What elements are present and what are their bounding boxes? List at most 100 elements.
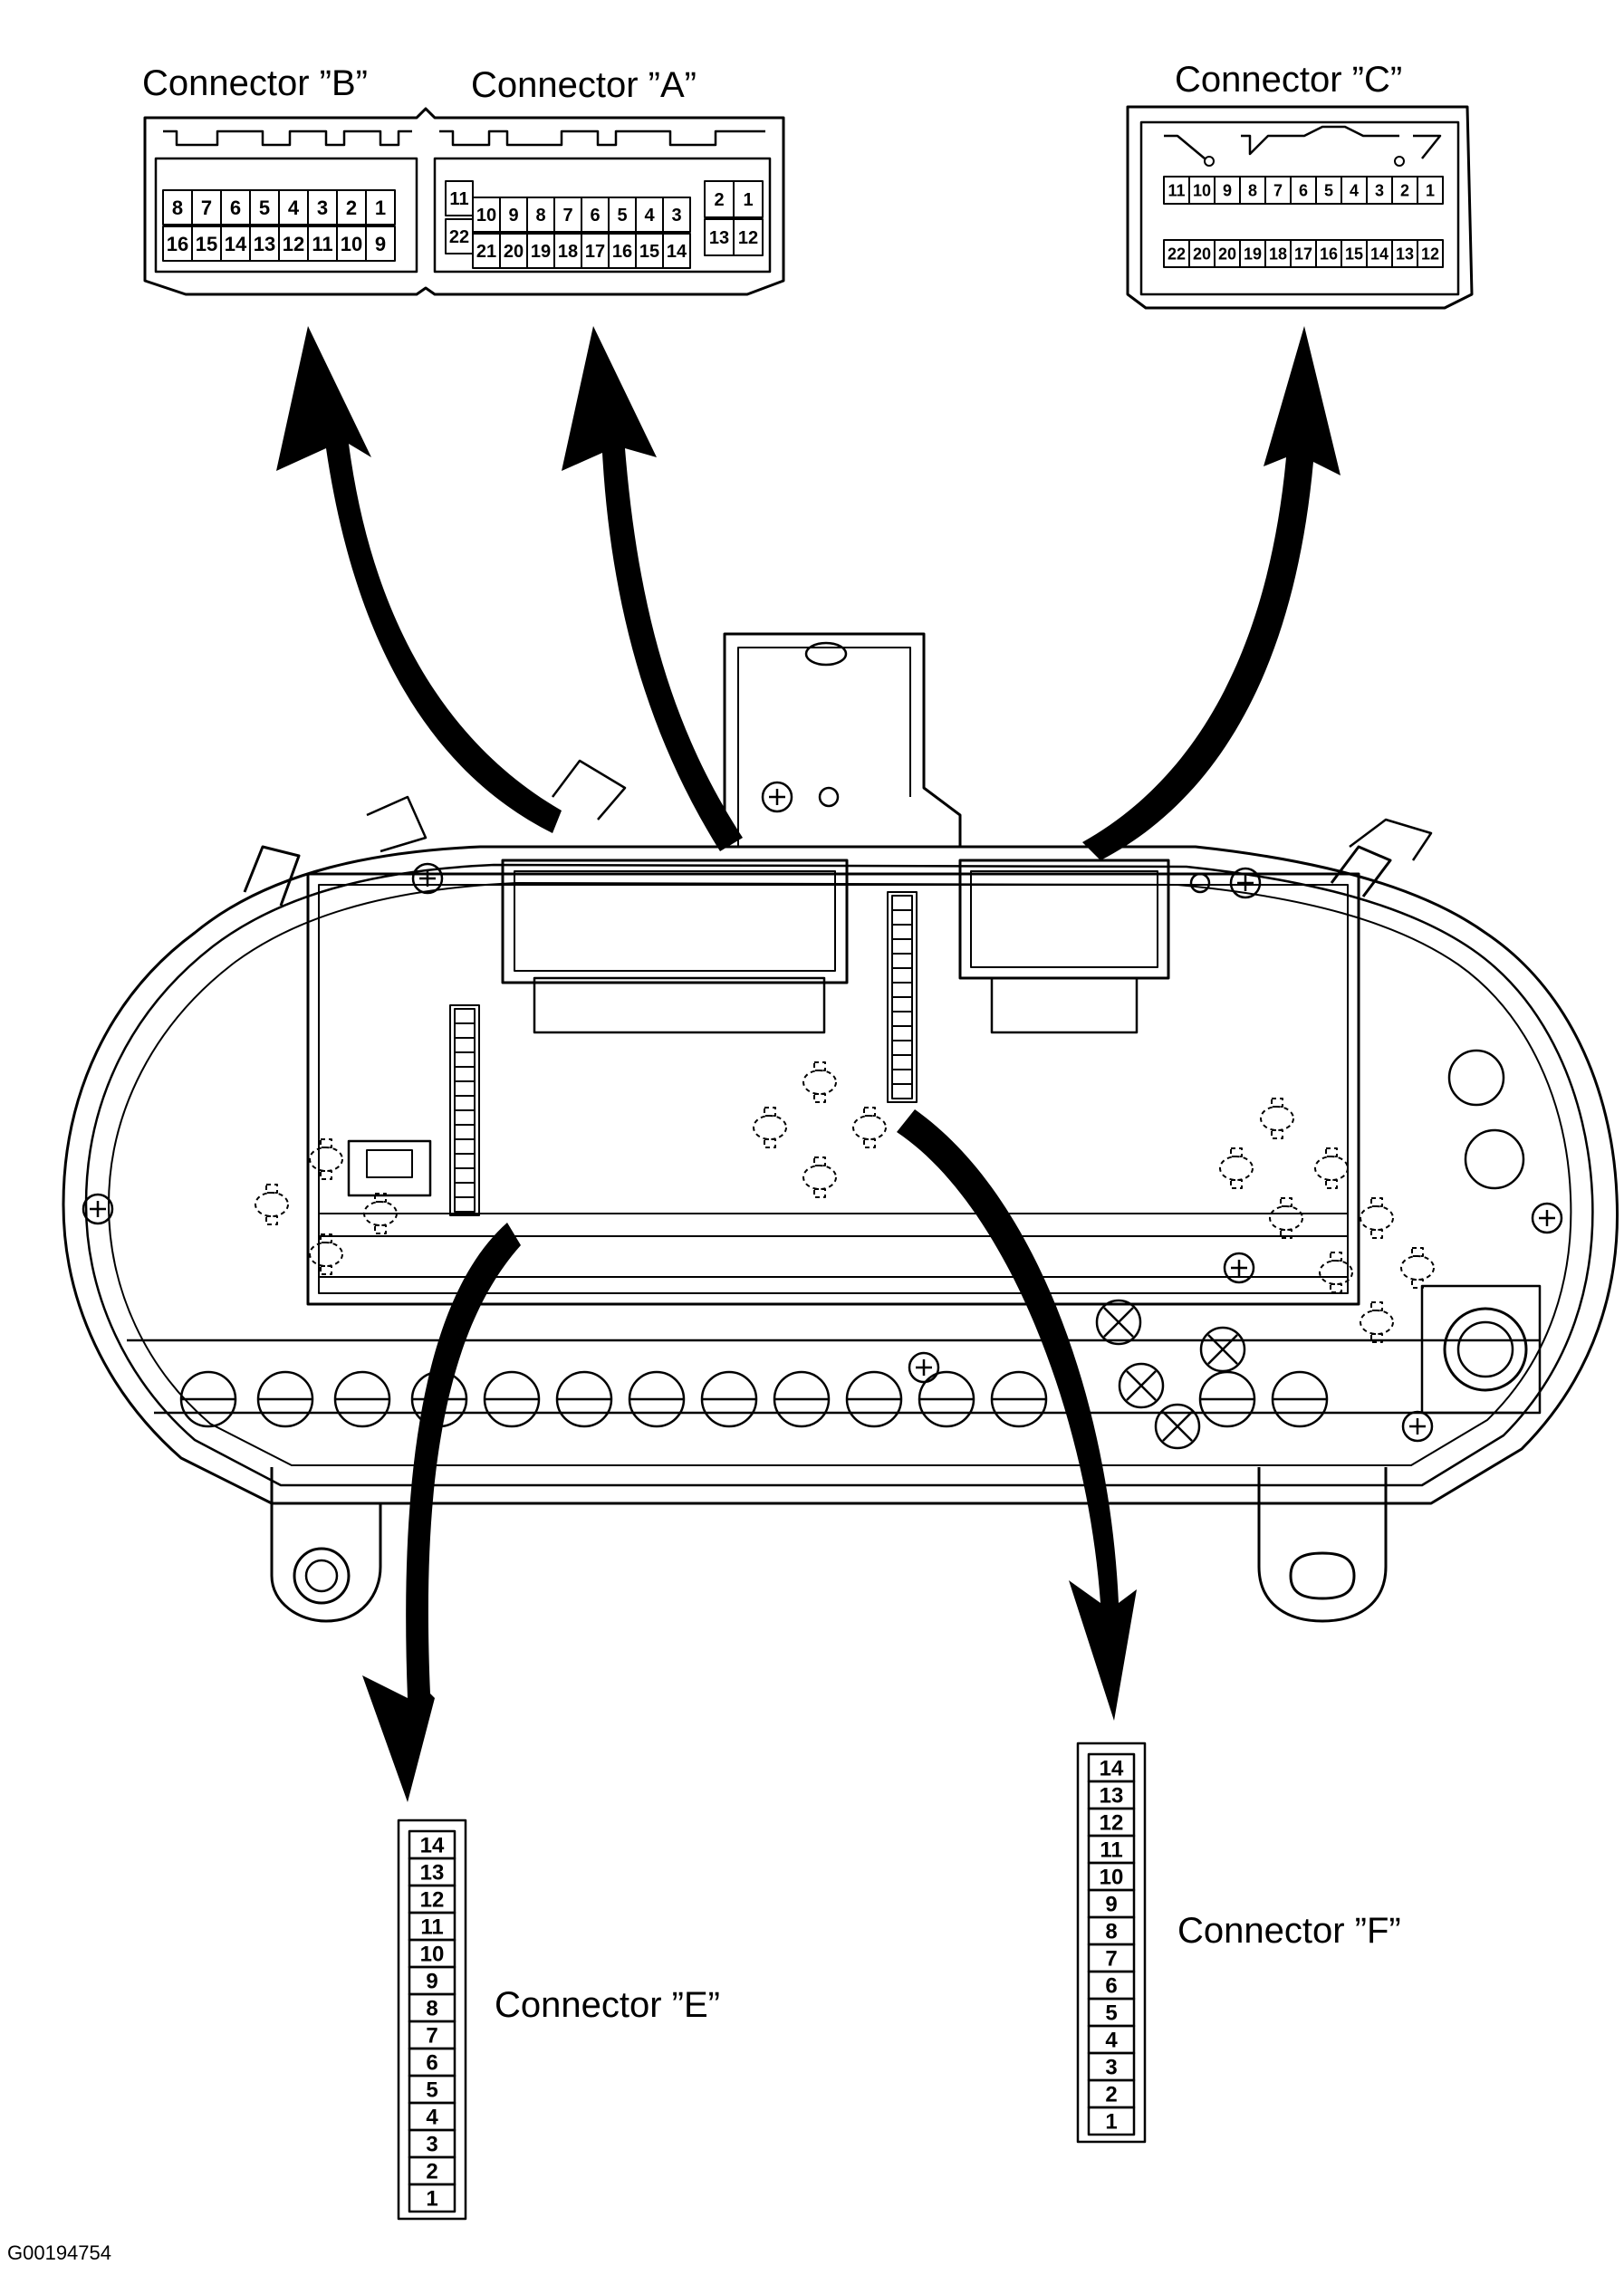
dashed-clips <box>255 1061 1435 1343</box>
connector-f-pin-number: 12 <box>1100 1811 1124 1836</box>
connector-b-pin-cell <box>365 226 396 262</box>
connector-b-pin-number: 14 <box>225 233 247 255</box>
clip-icon <box>1219 1156 1254 1181</box>
screws <box>82 781 1563 1443</box>
connector-b-pin-number: 12 <box>283 233 304 255</box>
clip-icon <box>1314 1156 1349 1181</box>
connector-b-pin-number: 6 <box>230 197 241 219</box>
connector-f-pin-number: 4 <box>1105 2029 1118 2053</box>
connector-a-pin-number: 10 <box>476 206 496 226</box>
arrow-to-connector-b <box>276 326 562 833</box>
board-strip-sockets <box>449 891 918 1216</box>
connector-e-pin-number: 12 <box>420 1888 445 1913</box>
connector-b-pin-number: 9 <box>375 233 386 255</box>
connector-f-pin-number: 1 <box>1105 2110 1117 2135</box>
connector-f-pin-number: 7 <box>1105 1947 1117 1972</box>
connector-e-pin-number: 13 <box>420 1861 445 1886</box>
arrow-to-connector-a <box>562 326 743 851</box>
clip-icon <box>1260 1106 1294 1131</box>
connector-c-pin-number: 10 <box>1193 181 1211 199</box>
connector-f-pin-number: 3 <box>1105 2056 1117 2080</box>
screw-icon <box>1401 1410 1434 1443</box>
screw-icon <box>82 1193 114 1225</box>
connector-a-pin-cell <box>733 180 764 218</box>
connector-a-pin-number: 12 <box>738 228 758 248</box>
connector-a-pin-cell <box>733 218 764 256</box>
connector-a-pin-number: 2 <box>714 190 724 210</box>
connector-a-pin-number: 4 <box>644 206 655 226</box>
connector-e-pin-number: 6 <box>426 2051 437 2076</box>
connector-e-pin-number: 11 <box>420 1915 443 1940</box>
connector-f-pin-cell <box>1087 2106 1136 2136</box>
connector-a-pin-number: 18 <box>558 242 578 262</box>
connector-b-pin-number: 5 <box>259 197 270 219</box>
connector-c-pin-grid <box>1163 176 1444 268</box>
connector-e-pin-number: 9 <box>426 1970 437 1994</box>
connector-f-label: Connector ”F” <box>1177 1911 1401 1951</box>
connector-a-pin-number: 1 <box>743 190 753 210</box>
connector-c-pin-number: 3 <box>1375 181 1384 199</box>
connector-c-pin-cell <box>1417 176 1444 205</box>
figure-code: G00194754 <box>7 2241 111 2264</box>
connector-a-pin-number: 14 <box>667 242 687 262</box>
meter-body <box>62 632 1619 1623</box>
connector-c-pin-number: 11 <box>1168 181 1185 199</box>
connector-a-pin-cell <box>662 233 691 269</box>
connector-f-pin-number: 2 <box>1105 2083 1117 2107</box>
clip-icon <box>753 1115 787 1140</box>
connector-e-pin-cell <box>408 2183 456 2213</box>
connector-c-pin-number: 2 <box>1400 181 1409 199</box>
connector-f-pin-number: 8 <box>1105 1920 1117 1944</box>
connector-c-pin-number: 14 <box>1370 245 1389 263</box>
connector-a-pin-number: 8 <box>535 206 545 226</box>
clip-icon <box>1360 1205 1394 1231</box>
clip-icon <box>852 1115 887 1140</box>
clip-icon <box>1269 1205 1303 1231</box>
connector-f-pin-number: 10 <box>1100 1866 1124 1890</box>
connector-a-pin-number: 3 <box>671 206 681 226</box>
connector-e-label: Connector ”E” <box>495 1985 720 2025</box>
connector-f-pin-number: 13 <box>1100 1784 1124 1809</box>
connector-c-pin-number: 19 <box>1244 245 1262 263</box>
connector-c-pin-number: 7 <box>1273 181 1283 199</box>
connector-e-pin-number: 4 <box>426 2106 438 2130</box>
screw-icon <box>1531 1202 1563 1234</box>
connector-e-pin-number: 8 <box>426 1997 437 2021</box>
bulb-socket-icon <box>1154 1403 1201 1450</box>
connector-a-pin-number: 21 <box>476 242 496 262</box>
clip-icon <box>309 1242 343 1267</box>
clip-icon <box>802 1165 837 1190</box>
connector-f-strip <box>1076 1742 1147 2144</box>
connector-c-pin-number: 22 <box>1168 245 1186 263</box>
connector-b-pin-number: 11 <box>312 233 332 255</box>
connector-a-pin-number: 19 <box>531 242 551 262</box>
connector-a-pin-number: 22 <box>449 227 469 247</box>
connector-b-pin-number: 15 <box>196 233 217 255</box>
connector-b-pin-number: 2 <box>346 197 357 219</box>
connector-e-pin-number: 5 <box>426 2078 437 2103</box>
connector-c-pin-number: 8 <box>1248 181 1257 199</box>
connector-e-pin-number: 7 <box>426 2024 437 2049</box>
connector-c-pin-number: 4 <box>1350 181 1359 199</box>
connector-b-label: Connector ”B” <box>142 63 368 103</box>
connector-c-pin-number: 20 <box>1218 245 1236 263</box>
connector-e-pin-number: 14 <box>420 1834 445 1858</box>
connector-b-pin-number: 3 <box>317 197 328 219</box>
connector-c-pin-number: 15 <box>1345 245 1363 263</box>
connector-c-pin-cell <box>1417 239 1444 268</box>
connector-f-pin-number: 11 <box>1100 1838 1122 1863</box>
connector-b-pin-number: 13 <box>254 233 275 255</box>
connector-a-b-housing <box>143 107 785 296</box>
connector-c-pin-number: 6 <box>1299 181 1308 199</box>
connector-a-pin-number: 5 <box>617 206 627 226</box>
connector-a-pin-number: 17 <box>585 242 605 262</box>
connector-b-pin-number: 16 <box>167 233 188 255</box>
arrow-to-connector-f <box>897 1109 1137 1721</box>
connector-e-strip <box>397 1819 467 2221</box>
connector-a-pin-cell <box>662 197 691 233</box>
screw-icon <box>908 1351 940 1384</box>
clip-icon <box>1360 1310 1394 1335</box>
connector-a-pin-number: 7 <box>562 206 572 226</box>
screw-icon <box>1223 1252 1255 1284</box>
